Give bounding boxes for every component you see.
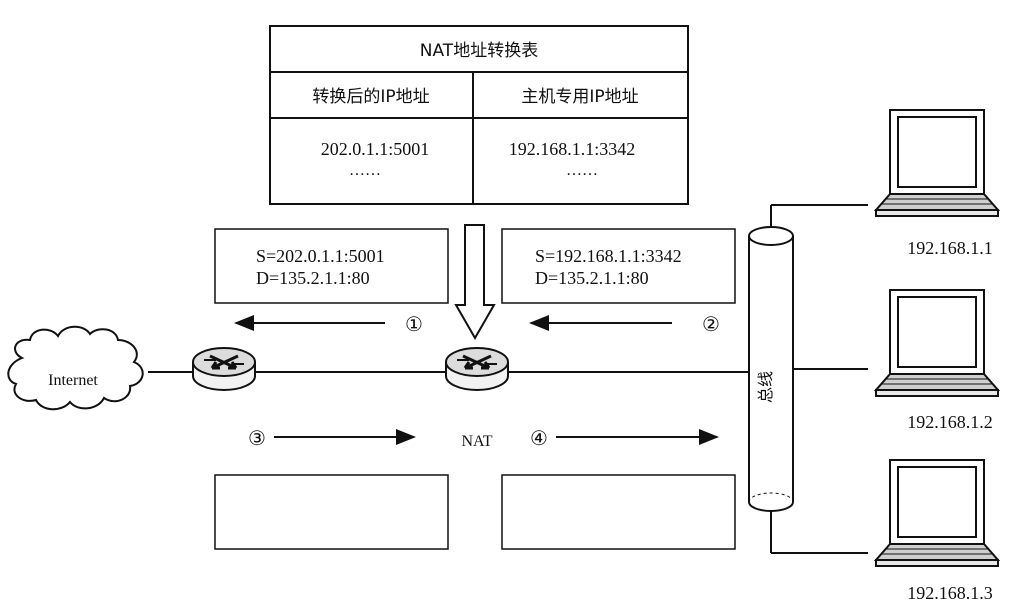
- host-1-ip: 192.168.1.1: [907, 238, 993, 258]
- laptop-icon: [875, 109, 999, 217]
- col-right-ellipsis: ……: [566, 162, 598, 179]
- host-3: 192.168.1.3: [875, 459, 999, 603]
- host-2: 192.168.1.2: [875, 289, 999, 432]
- step-3-label: ③: [248, 428, 266, 450]
- packet-internal-src: S=192.168.1.1:3342: [535, 246, 682, 266]
- col-left-value: 202.0.1.1:5001: [321, 139, 430, 159]
- nat-table-title: NAT地址转换表: [420, 41, 538, 61]
- packet-reply-inside: [501, 474, 736, 550]
- nat-label: NAT: [461, 433, 492, 450]
- packet-outgoing-dst: D=135.2.1.1:80: [256, 268, 370, 288]
- internet-cloud-icon: Internet: [7, 325, 144, 411]
- step-1-label: ①: [405, 314, 423, 336]
- laptop-icon: [875, 459, 999, 567]
- lookup-arrow-icon: [454, 224, 496, 341]
- bus-label: 总线: [756, 371, 775, 403]
- packet-internal: S=192.168.1.1:3342 D=135.2.1.1:80: [501, 228, 736, 304]
- host-2-ip: 192.168.1.2: [907, 412, 993, 432]
- host-1: 192.168.1.1: [875, 109, 999, 258]
- col-right-header: 主机专用IP地址: [521, 87, 638, 107]
- col-left-header: 转换后的IP地址: [312, 87, 429, 107]
- step-4-label: ④: [530, 428, 548, 450]
- host-3-ip: 192.168.1.3: [907, 583, 993, 603]
- nat-table: NAT地址转换表 转换后的IP地址 主机专用IP地址 202.0.1.1:500…: [269, 25, 689, 205]
- packet-outgoing-src: S=202.0.1.1:5001: [256, 246, 385, 266]
- packet-internal-dst: D=135.2.1.1:80: [535, 268, 649, 288]
- step-2-label: ②: [702, 314, 720, 336]
- bus-cylinder-icon: 总线: [748, 205, 794, 553]
- nat-router-icon: [444, 346, 510, 392]
- laptop-icon: [875, 289, 999, 397]
- internet-label: Internet: [48, 372, 98, 389]
- col-left-ellipsis: ……: [349, 162, 381, 179]
- packet-outgoing: S=202.0.1.1:5001 D=135.2.1.1:80: [214, 228, 449, 304]
- router-icon: [191, 346, 257, 392]
- nat-table-border: [269, 25, 689, 205]
- packet-reply-outside: [214, 474, 449, 550]
- col-right-value: 192.168.1.1:3342: [509, 139, 636, 159]
